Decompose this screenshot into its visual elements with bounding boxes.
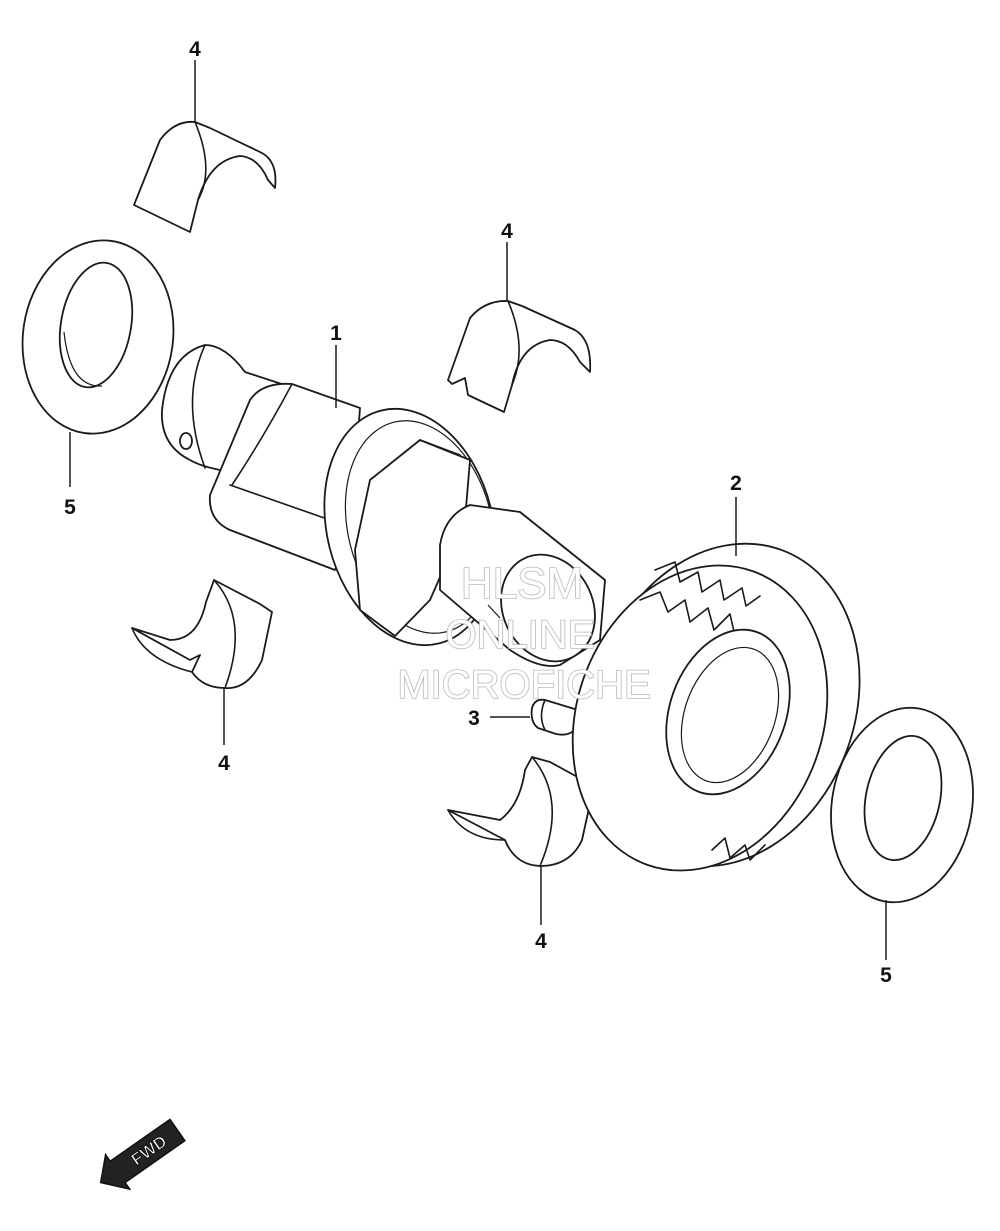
watermark-line-3: MICROFICHE <box>397 663 650 707</box>
callout-washer-left: 5 <box>64 496 76 519</box>
callout-gear: 2 <box>730 472 742 495</box>
bearing-half-bottom-right <box>447 756 594 867</box>
callout-shaft: 1 <box>330 322 342 345</box>
callout-washer-right: 5 <box>880 964 892 987</box>
arrow-left-icon <box>99 1118 186 1191</box>
watermark-line-1: HLSM <box>461 559 583 608</box>
callout-key: 3 <box>468 707 480 730</box>
callout-bearing-bottom-right: 4 <box>535 930 547 953</box>
drive-shaft <box>161 344 606 667</box>
callout-bearing-bottom-left: 4 <box>218 752 230 775</box>
callout-bearing-top-right: 4 <box>501 220 513 243</box>
washer-left <box>21 239 175 435</box>
driven-gear <box>571 542 861 872</box>
washer-right <box>830 706 974 904</box>
bearing-half-top-right <box>447 300 592 413</box>
fwd-direction-arrow: FWD <box>99 1118 186 1191</box>
watermark: HLSM ONLINE MICROFICHE <box>397 558 652 708</box>
bearing-half-bottom-left <box>131 579 273 689</box>
callout-bearing-top-left: 4 <box>189 38 201 61</box>
bearing-half-top-left <box>133 120 277 233</box>
watermark-line-2: ONLINE <box>446 613 595 657</box>
